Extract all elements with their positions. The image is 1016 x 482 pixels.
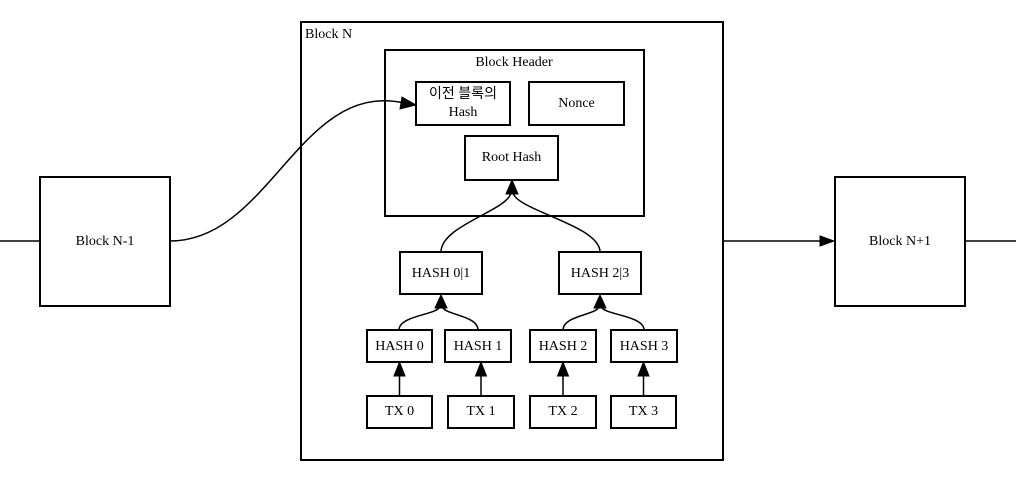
tx0-node: TX 0 xyxy=(366,395,433,429)
hash01-label: HASH 0|1 xyxy=(412,266,470,281)
hash3-label: HASH 3 xyxy=(620,339,669,354)
root-hash-label: Root Hash xyxy=(482,150,542,165)
arrow-hash01-to-root xyxy=(440,191,512,253)
hash23-label: HASH 2|3 xyxy=(571,266,629,281)
connectors xyxy=(0,96,1016,396)
block-next-frame xyxy=(834,176,966,307)
arrow-head-root xyxy=(505,178,519,195)
block-n-label: Block N xyxy=(305,27,352,42)
arrow-head-hash23 xyxy=(593,293,607,309)
prev-hash-box xyxy=(415,81,511,126)
root-hash-box xyxy=(464,135,559,181)
block-prev-frame xyxy=(39,176,171,307)
arrow-head-hash1 xyxy=(474,360,488,377)
tx1-label: TX 1 xyxy=(466,404,495,419)
nonce-node: Nonce xyxy=(528,81,625,126)
hash3-node: HASH 3 xyxy=(610,329,678,363)
nonce-box xyxy=(528,81,625,126)
hash2-label: HASH 2 xyxy=(539,339,588,354)
prev-hash-label-line2: Hash xyxy=(449,105,478,120)
hash1-box xyxy=(444,329,512,363)
arrow-head-hash3 xyxy=(637,360,650,377)
hash2-box xyxy=(529,329,597,363)
hash23-node: HASH 2|3 xyxy=(558,251,642,295)
hash01-box xyxy=(399,251,483,295)
block-prev-label: Block N-1 xyxy=(76,234,135,249)
block-header: Block Header 이전 블록의 Hash Nonce Root Hash xyxy=(384,49,645,217)
arrow-head-hash0 xyxy=(393,360,406,377)
block-next-label: Block N+1 xyxy=(869,234,931,249)
tx2-label: TX 2 xyxy=(548,404,577,419)
tx1-box xyxy=(447,395,515,429)
hash1-label: HASH 1 xyxy=(454,339,503,354)
arrow-hash23-to-root xyxy=(512,191,601,253)
tx3-label: TX 3 xyxy=(629,404,658,419)
hash0-label: HASH 0 xyxy=(375,339,424,354)
block-header-title: Block Header xyxy=(475,55,553,70)
block-prev: Block N-1 xyxy=(39,176,171,307)
hash2-node: HASH 2 xyxy=(529,329,597,363)
tx0-box xyxy=(366,395,433,429)
arrow-head-prev-hash xyxy=(399,96,418,110)
nonce-label: Nonce xyxy=(558,96,595,111)
tx3-node: TX 3 xyxy=(610,395,677,429)
prev-hash-node: 이전 블록의 Hash xyxy=(415,81,511,126)
hash1-node: HASH 1 xyxy=(444,329,512,363)
hash0-node: HASH 0 xyxy=(366,329,433,363)
block-next: Block N+1 xyxy=(834,176,966,307)
tx1-node: TX 1 xyxy=(447,395,515,429)
root-hash-node: Root Hash xyxy=(464,135,559,181)
arrow-head-to-next xyxy=(819,235,836,247)
hash01-node: HASH 0|1 xyxy=(399,251,483,295)
tx2-node: TX 2 xyxy=(529,395,597,429)
prev-hash-label-line1: 이전 블록의 xyxy=(429,86,497,102)
arrow-head-hash2 xyxy=(556,360,570,377)
hash23-box xyxy=(558,251,642,295)
tx0-label: TX 0 xyxy=(385,404,414,419)
arrow-head-hash01 xyxy=(434,293,448,309)
arrow-prev-to-header xyxy=(169,100,405,242)
